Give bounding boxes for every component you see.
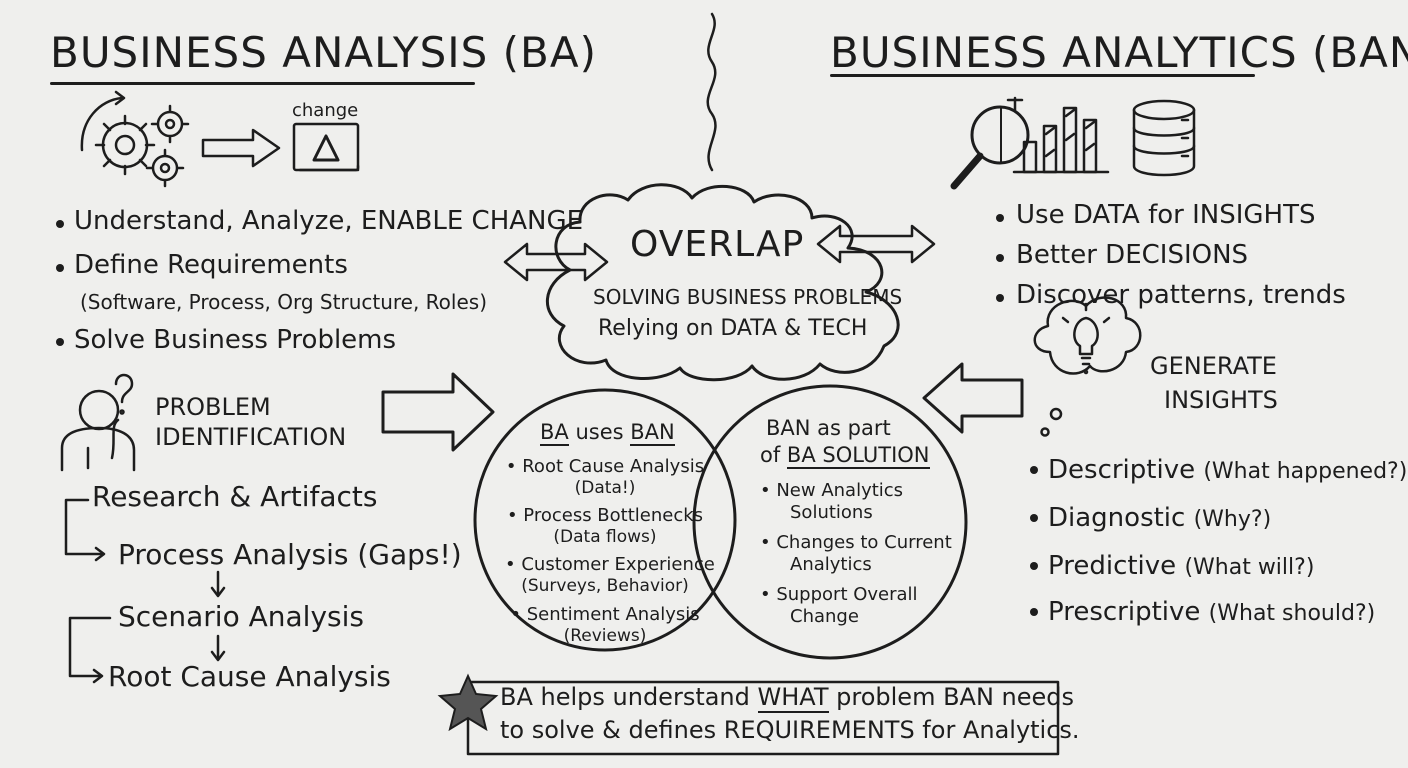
venn-right-item-1: • New Analytics Solutions xyxy=(760,480,904,523)
ba-requirements-sub: (Software, Process, Org Structure, Roles… xyxy=(80,290,488,314)
overlap-cloud xyxy=(546,183,900,382)
left-to-venn-arrow xyxy=(381,372,495,452)
ban-bullet-3: Discover patterns, trends xyxy=(1016,280,1346,310)
venn-right-item-2: • Changes to Current Analytics xyxy=(760,532,952,575)
change-delta-icon xyxy=(292,122,360,172)
ba-title: BUSINESS ANALYSIS (BA) xyxy=(50,28,597,77)
venn-right-title-1: BAN as part xyxy=(766,416,891,440)
ba-title-underline xyxy=(50,82,475,85)
flow-step-1: Research & Artifacts xyxy=(92,480,378,513)
insights-label-1: GENERATE xyxy=(1150,352,1277,380)
venn-left-item-4: • Sentiment Analysis (Reviews) xyxy=(510,604,700,646)
ba-bullet-1: Understand, Analyze, ENABLE CHANGE xyxy=(74,206,584,236)
overlap-line-1: SOLVING BUSINESS PROBLEMS xyxy=(593,285,903,309)
flow-step-4: Root Cause Analysis xyxy=(108,660,391,693)
lightbulb-thought-icon xyxy=(1033,296,1142,437)
database-icon xyxy=(1132,99,1196,177)
analytics-type-diagnostic: Diagnostic (Why?) xyxy=(1048,503,1272,533)
bar-chart-icon xyxy=(1012,106,1110,174)
venn-right-item-3: • Support Overall Change xyxy=(760,584,918,627)
overlap-line-2: Relying on DATA & TECH xyxy=(598,316,868,341)
flow-bracket-1 xyxy=(64,498,104,556)
ban-title-underline xyxy=(830,74,1255,77)
venn-left-item-2: • Process Bottlenecks (Data flows) xyxy=(506,505,704,547)
flow-bracket-2 xyxy=(68,616,112,678)
star-icon xyxy=(437,673,499,732)
note-line-1: BA helps understand WHAT problem BAN nee… xyxy=(500,683,1075,713)
flow-step-2: Process Analysis (Gaps!) xyxy=(118,538,462,571)
flow-step-3: Scenario Analysis xyxy=(118,600,364,633)
gears-icon xyxy=(80,90,190,188)
change-label: change xyxy=(292,100,359,121)
analytics-type-predictive: Predictive (What will?) xyxy=(1048,551,1315,581)
thinking-person-icon xyxy=(60,373,136,472)
right-to-venn-arrow xyxy=(922,362,1024,434)
ba-bullet-2: Define Requirements xyxy=(74,250,348,280)
center-divider xyxy=(706,12,717,172)
venn-left-item-3: • Customer Experience (Surveys, Behavior… xyxy=(505,554,715,596)
overlap-title: OVERLAP xyxy=(630,224,805,265)
magnifier-icon xyxy=(950,96,1030,190)
problem-label-1: PROBLEM xyxy=(155,393,271,421)
ban-bullet-1: Use DATA for INSIGHTS xyxy=(1016,200,1316,230)
problem-label-2: IDENTIFICATION xyxy=(155,423,347,451)
venn-left-circle xyxy=(473,388,737,652)
analytics-type-descriptive: Descriptive (What happened?) xyxy=(1048,455,1408,485)
right-overlap-arrow xyxy=(816,224,936,264)
ban-title: BUSINESS ANALYTICS (BAN) xyxy=(830,28,1408,77)
venn-left-item-1: • Root Cause Analysis (Data!) xyxy=(505,456,705,498)
analytics-type-prescriptive: Prescriptive (What should?) xyxy=(1048,597,1376,627)
note-line-2: to solve & defines REQUIREMENTS for Anal… xyxy=(500,716,1080,744)
gears-to-change-arrow xyxy=(201,128,281,168)
venn-right-title-2: of BA SOLUTION xyxy=(760,443,930,469)
ba-bullet-3: Solve Business Problems xyxy=(74,325,397,355)
ban-bullet-2: Better DECISIONS xyxy=(1016,240,1249,270)
venn-left-title: BA uses BAN xyxy=(540,420,675,446)
left-overlap-arrow xyxy=(503,242,609,282)
insights-label-2: INSIGHTS xyxy=(1164,386,1278,414)
venn-right-circle xyxy=(692,384,968,660)
